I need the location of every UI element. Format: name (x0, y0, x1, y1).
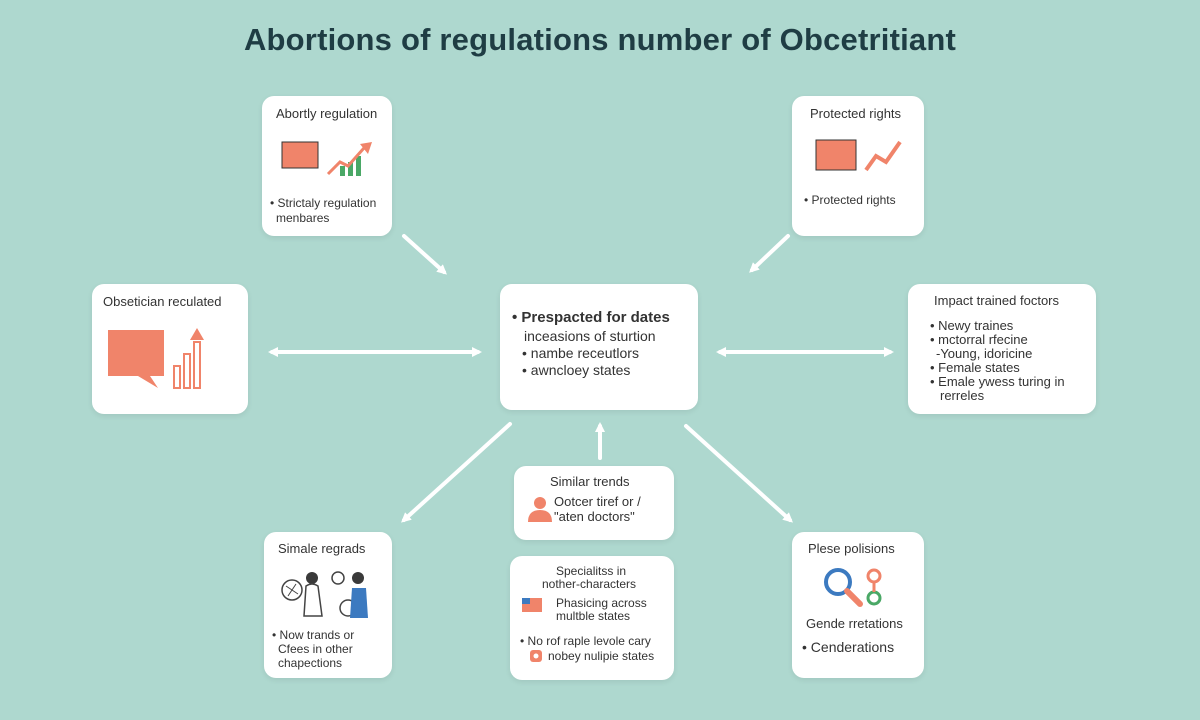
magnifier-icon (824, 568, 882, 607)
bar-chart-icon (340, 166, 345, 176)
card-bullet: • Now trands or (272, 628, 355, 642)
card-bullet: • Cenderations (802, 639, 895, 655)
card-title: Protected rights (810, 106, 902, 121)
card-bullet: • mctorral rfecine (930, 332, 1028, 347)
card-obsetician-reculated: Obsetician reculated (92, 284, 248, 414)
badge-icon (530, 650, 542, 662)
card-bullet: Ootcer tiref or / (554, 494, 641, 509)
card-line: Specialitss in (556, 564, 627, 578)
card-impact-trained-foctors: Impact trained foctors • Newy traines • … (908, 284, 1096, 414)
arrow-center-to-bottomright (684, 424, 793, 523)
card-protected-rights: Protected rights • Protected rights (792, 96, 924, 236)
arrow-topright-to-center (749, 234, 790, 273)
card-bullet: "aten doctors" (554, 509, 635, 524)
card-title: Plese polisions (808, 541, 895, 556)
card-title: Obsetician reculated (103, 294, 222, 309)
card-title: Impact trained foctors (934, 293, 1059, 308)
card-line: Phasicing across (556, 596, 647, 610)
link-icon (866, 568, 882, 584)
card-bullet: menbares (276, 211, 330, 225)
card-bullet: • Stricta​ly regulation (270, 196, 377, 210)
arrow-center-to-bottomleft (401, 422, 512, 523)
diagram-title: Abortions of regulations number of Obcet… (243, 22, 957, 57)
card-line: multble states (556, 609, 631, 623)
card-title: Similar trends (550, 474, 630, 489)
card-title: Simale regrads (278, 541, 366, 556)
card-bullet: • Female states (930, 360, 1020, 375)
card-bullet: chapections (278, 656, 343, 670)
arrow-topleft-to-center (402, 234, 447, 275)
card-line: nother-characters (542, 577, 637, 591)
speech-chart-icon (108, 330, 164, 388)
person-icon (528, 497, 552, 522)
card-bullet: • Newy traines (930, 318, 1014, 333)
chart-icon (281, 141, 319, 169)
card-bullet: rerreles (940, 388, 985, 403)
trend-arrow-icon (190, 328, 204, 340)
card-simale-regrads: Simale regrads • Now trands or Cfees in … (264, 532, 392, 678)
center-line: • nambe receutlors (522, 345, 639, 361)
card-abortly-regulation: Abortly regulation • Stricta​ly regulati… (262, 96, 392, 236)
card-plese-polisions: Plese polisions Gende rretations • Cende… (792, 532, 924, 678)
card-bullet: Cfees in other (278, 642, 353, 656)
doctor-icon (281, 571, 368, 618)
chart-trend-icon (281, 141, 372, 176)
center-line: inceasions of sturtion (524, 328, 656, 344)
card-title: Abortly regulation (276, 106, 378, 121)
trend-arrow-icon (864, 140, 902, 172)
center-heading: • Prespacted for dates (512, 309, 670, 326)
chart-trend-icon (815, 139, 902, 172)
card-center: • Prespacted for dates inceasions of stu… (500, 284, 698, 410)
flag-icon (522, 598, 542, 612)
card-similar-trends: Similar trends Ootcer tiref or / "aten d… (514, 466, 674, 540)
card-bullet: -Young, idoricine (936, 346, 1033, 361)
chart-icon (815, 139, 857, 171)
card-line: Gende rretations (806, 616, 903, 631)
card-specialists: Specialitss in nother-characters Phasici… (510, 556, 674, 680)
chart-icons (108, 328, 204, 389)
trend-arrow-icon (326, 147, 366, 176)
card-line: • No rof raple levole cary (520, 634, 651, 648)
card-line: nobey nulipie states (548, 649, 655, 663)
card-bullet: • Emale ywess turing in (930, 374, 1065, 389)
bar-chart-icon (173, 365, 181, 389)
card-bullet: • Protected rights (804, 193, 896, 207)
center-line: • awncloey states (522, 362, 631, 378)
